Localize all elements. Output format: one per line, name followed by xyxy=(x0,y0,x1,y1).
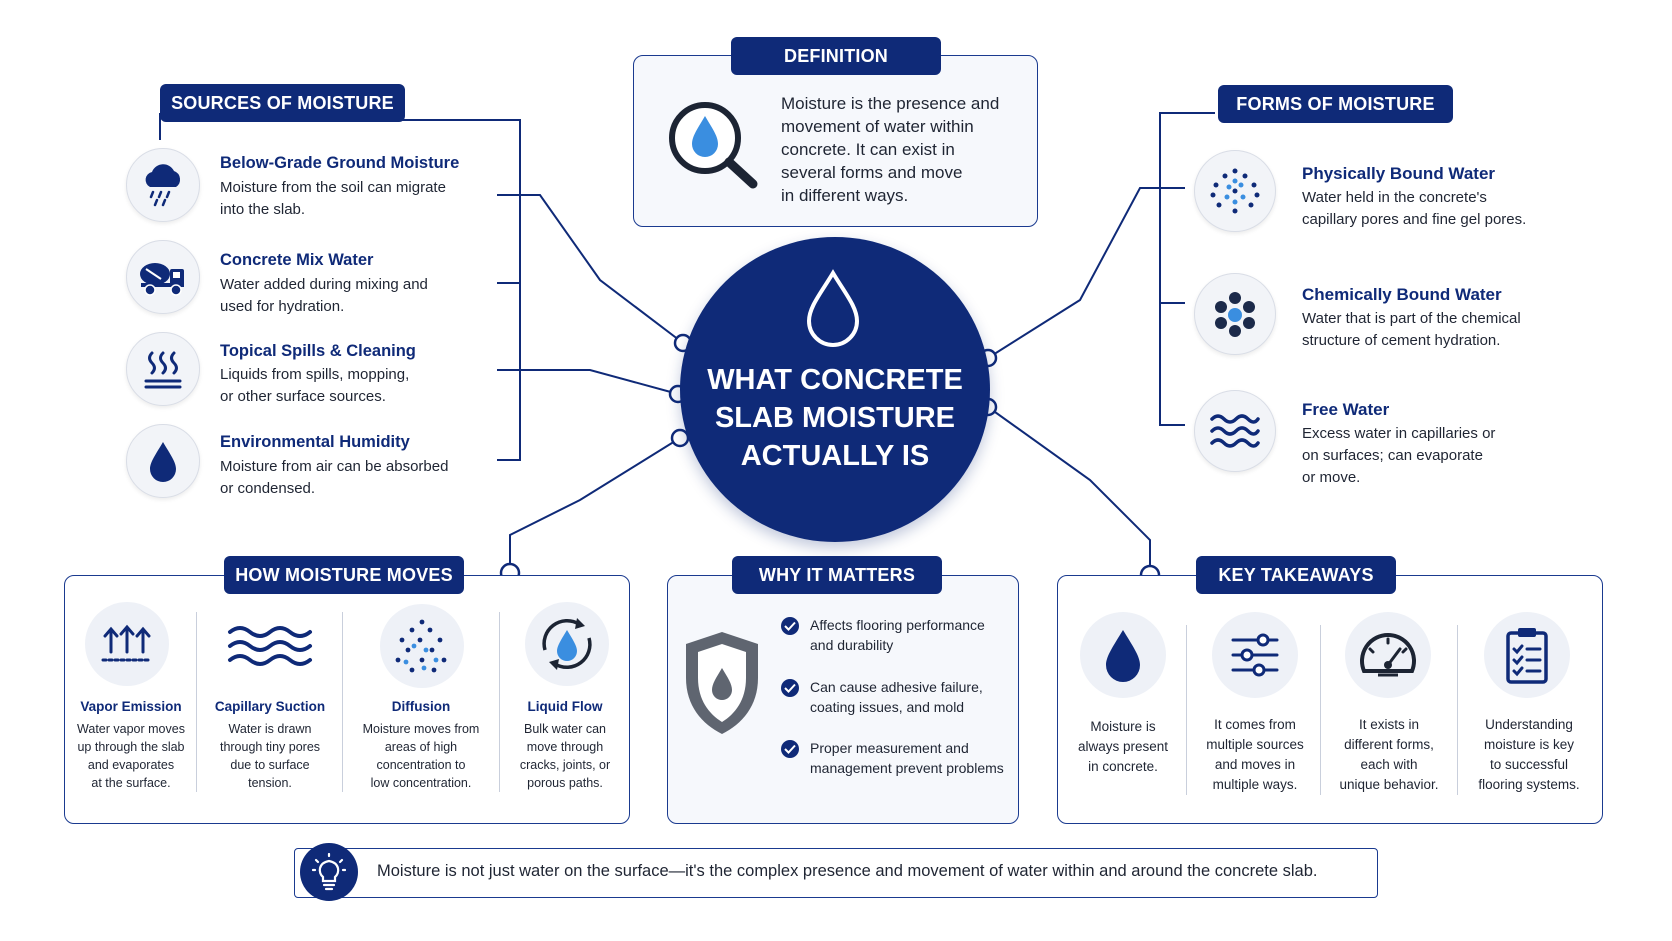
forms-heading: FORMS OF MOISTURE xyxy=(1218,85,1453,123)
magnifier-drop-icon xyxy=(665,96,765,191)
lightbulb-icon xyxy=(300,843,358,901)
drop-icon xyxy=(126,424,200,498)
cycle-drop-icon xyxy=(525,602,609,686)
cement-truck-icon xyxy=(126,240,200,314)
footer-banner xyxy=(294,848,1378,898)
source-title: Environmental Humidity xyxy=(220,433,410,451)
definition-line: in different ways. xyxy=(781,186,909,205)
form-title: Physically Bound Water xyxy=(1302,164,1496,183)
form-title: Chemically Bound Water xyxy=(1302,285,1502,304)
source-desc: Liquids from spills, mopping,or other su… xyxy=(220,366,410,405)
moves-heading: HOW MOISTURE MOVES xyxy=(224,556,464,594)
arrows-up-icon xyxy=(85,602,169,686)
water-drop-icon xyxy=(803,269,863,349)
move-title: Diffusion xyxy=(391,699,451,714)
takeaways-heading: KEY TAKEAWAYS xyxy=(1196,556,1396,594)
check-icon xyxy=(781,740,799,758)
divider xyxy=(1457,625,1458,795)
definition-line: several forms and move xyxy=(781,163,963,182)
definition-line: concrete. It can exist in xyxy=(781,140,955,159)
rain-cloud-icon xyxy=(126,148,200,222)
move-title: Vapor Emission xyxy=(80,699,182,714)
source-title: Topical Spills & Cleaning xyxy=(220,342,416,360)
form-title: Free Water xyxy=(1302,400,1390,419)
shield-drop-icon xyxy=(680,628,764,738)
footer-text: Moisture is not just water on the surfac… xyxy=(377,862,1318,880)
move-title: Capillary Suction xyxy=(214,699,326,714)
dots-icon xyxy=(1194,150,1276,232)
divider xyxy=(1320,625,1321,795)
gauge-icon xyxy=(1345,612,1431,698)
center-hub: WHAT CONCRETE SLAB MOISTURE ACTUALLY IS xyxy=(680,237,990,542)
matters-item: Can cause adhesive failure,coating issue… xyxy=(810,679,983,715)
sliders-icon xyxy=(1212,612,1298,698)
divider xyxy=(1186,625,1187,795)
check-icon xyxy=(781,617,799,635)
matters-heading: WHY IT MATTERS xyxy=(732,556,942,594)
center-title-line3: ACTUALLY IS xyxy=(740,440,930,472)
drop-icon xyxy=(1080,612,1166,698)
definition-heading: DEFINITION xyxy=(731,37,941,75)
diffusion-dots-icon xyxy=(380,604,464,688)
check-icon xyxy=(781,679,799,697)
clipboard-icon xyxy=(1484,612,1570,698)
definition-line: Moisture is the presence and xyxy=(781,94,1000,113)
center-title-line2: SLAB MOISTURE xyxy=(714,402,956,434)
divider xyxy=(342,612,343,792)
waves-icon xyxy=(226,622,314,670)
move-title: Liquid Flow xyxy=(527,699,603,714)
source-title: Concrete Mix Water xyxy=(220,251,374,269)
divider xyxy=(196,612,197,792)
divider xyxy=(499,612,500,792)
sources-heading: SOURCES OF MOISTURE xyxy=(160,84,405,122)
waves-icon xyxy=(1194,390,1276,472)
source-title: Below-Grade Ground Moisture xyxy=(220,154,460,172)
steam-icon xyxy=(126,332,200,406)
definition-line: movement of water within xyxy=(781,117,974,136)
center-title-line1: WHAT CONCRETE xyxy=(707,364,963,396)
molecule-icon xyxy=(1194,273,1276,355)
